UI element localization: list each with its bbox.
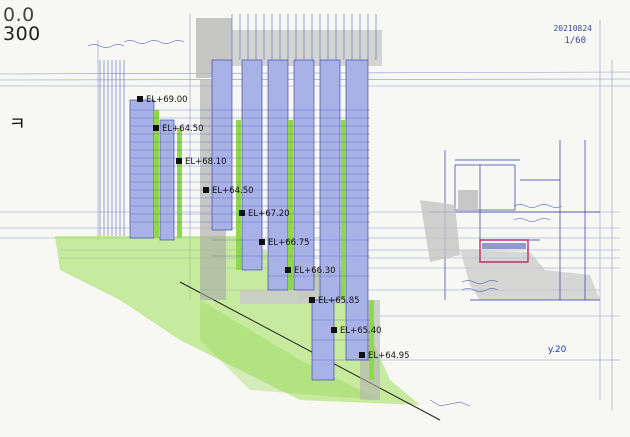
elevation-marker: EL+64.95	[359, 351, 410, 361]
elevation-label: EL+65.85	[318, 296, 360, 306]
date-block: 20210824 1/60	[553, 24, 592, 46]
elevation-symbol-icon	[259, 239, 265, 245]
elevation-marker: EL+67.20	[239, 209, 290, 219]
elevation-symbol-icon	[239, 210, 245, 216]
grass-slope-lower	[200, 300, 380, 400]
elevation-markers: EL+69.00EL+64.50EL+68.10EL+64.50EL+67.20…	[137, 95, 410, 361]
elevation-marker: EL+64.50	[203, 186, 254, 196]
elevation-symbol-icon	[309, 297, 315, 303]
annotation-notes	[87, 40, 563, 407]
elevation-symbol-icon	[153, 125, 159, 131]
side-glyph: ㅋ	[9, 114, 26, 135]
elevation-label: EL+64.50	[162, 124, 204, 134]
elevation-label: EL+69.00	[146, 95, 188, 105]
grass-right	[460, 250, 600, 300]
date-text: 20210824	[553, 24, 592, 33]
elevation-label: EL+64.50	[212, 186, 254, 196]
slope-line	[179, 281, 441, 421]
bottom-tag: y.20	[548, 345, 567, 355]
elevation-marker: EL+65.40	[331, 326, 382, 336]
detail-section	[430, 140, 600, 301]
elevation-symbol-icon	[176, 158, 182, 164]
elevation-marker: EL+65.85	[309, 296, 360, 306]
scale-text: 1/60	[564, 36, 586, 46]
title-line-2: 300	[3, 23, 41, 45]
elevation-label: EL+66.30	[294, 266, 336, 276]
title-line-1: 0.0	[3, 4, 35, 26]
elevation-marker: EL+66.75	[259, 238, 310, 248]
elevation-marker: EL+69.00	[137, 95, 188, 105]
louver-hatch	[130, 109, 370, 361]
elevation-label: EL+67.20	[248, 209, 290, 219]
elevation-label: EL+65.40	[340, 326, 382, 336]
elevation-marker: EL+68.10	[176, 157, 227, 167]
elevation-label: EL+68.10	[185, 157, 227, 167]
elevation-symbol-icon	[331, 327, 337, 333]
elevation-symbol-icon	[137, 96, 143, 102]
elevation-symbol-icon	[285, 267, 291, 273]
elevation-symbol-icon	[203, 187, 209, 193]
elevation-label: EL+66.75	[268, 238, 310, 248]
elevation-marker: EL+64.50	[153, 124, 204, 134]
elevation-label: EL+64.95	[368, 351, 410, 361]
railing	[99, 14, 377, 236]
elevation-marker: EL+66.30	[285, 266, 336, 276]
elevation-symbol-icon	[359, 352, 365, 358]
detail-fill	[420, 190, 529, 263]
sheet-title: 0.0 300	[3, 6, 41, 44]
